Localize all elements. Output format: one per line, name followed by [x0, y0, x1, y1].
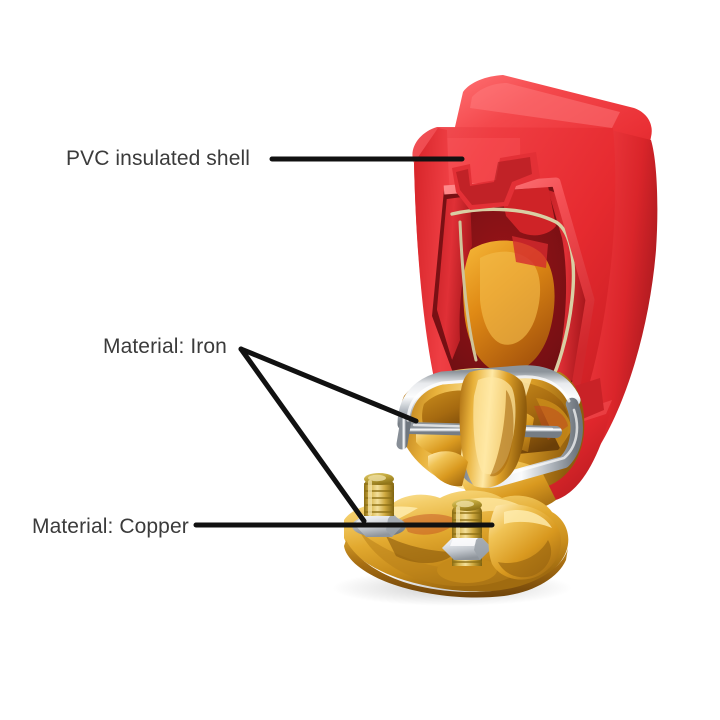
- bolt-upper-top-hl: [368, 474, 386, 482]
- bolt-lower-top-hl: [456, 500, 474, 508]
- label-pvc-insulated-shell: PVC insulated shell: [66, 147, 250, 170]
- shell-top-flange-highlight: [470, 83, 620, 128]
- clamp-assembly: [332, 365, 585, 606]
- leader-lines: [193, 156, 495, 528]
- cavity-wire-outline-2: [458, 220, 478, 362]
- bolt-lower-nut-facet: [450, 536, 480, 546]
- leader-iron-b: [238, 346, 367, 524]
- base-plate-right-lobe-hl: [504, 509, 552, 528]
- cavity-inner-brass-highlight: [480, 251, 541, 345]
- clamp-front-column-shade: [490, 390, 514, 477]
- base-plate-dark-recess: [386, 536, 456, 564]
- wire-stub-left: [396, 414, 412, 450]
- label-material-copper: Material: Copper: [32, 515, 189, 538]
- clamp-ear-left: [428, 451, 468, 487]
- label-material-iron: Material: Iron: [103, 335, 227, 358]
- cavity-rib-center: [500, 186, 556, 236]
- base-plate-edge: [344, 540, 568, 598]
- wire-lower-highlight: [502, 408, 579, 477]
- cavity-rib-center-2: [512, 236, 548, 268]
- shell-notch-shadow: [456, 157, 532, 205]
- leader-iron-a: [238, 346, 419, 424]
- base-plate-right-lobe-shade: [498, 540, 552, 578]
- bolt-lower-group: [437, 499, 497, 583]
- bolt-lower-nut-shade: [474, 536, 492, 560]
- cavity-rib-left: [436, 196, 472, 360]
